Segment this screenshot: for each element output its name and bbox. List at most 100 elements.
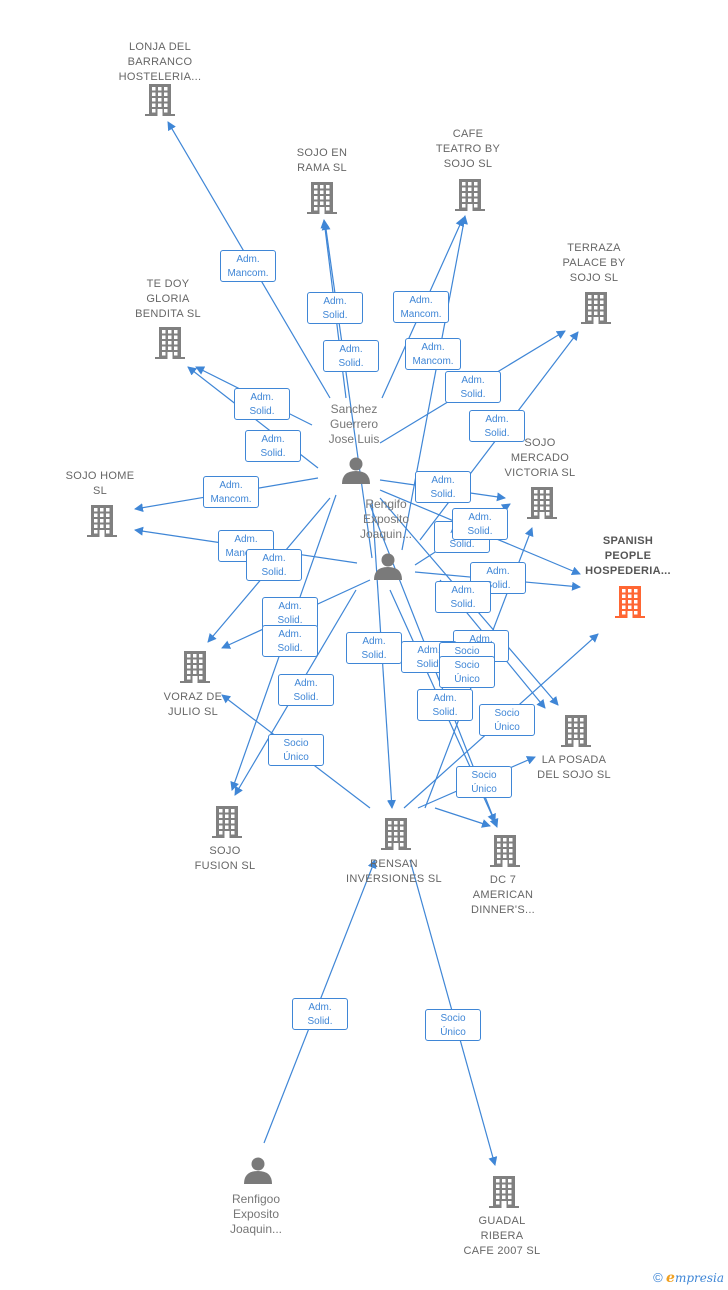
- node-label-line: VICTORIA SL: [504, 467, 576, 479]
- brand-logo: empresia: [666, 1270, 724, 1286]
- edge-label[interactable]: Adm.Solid.: [307, 292, 363, 324]
- edge-label[interactable]: Adm.Solid.: [445, 371, 501, 403]
- node-label-line: Jose Luis: [328, 432, 380, 446]
- building-icon[interactable]: [615, 586, 645, 618]
- edge-label-line: Adm.: [468, 512, 492, 523]
- edge-label[interactable]: Adm.Solid.: [415, 471, 471, 503]
- edge-label-line: Solid.: [261, 567, 287, 578]
- edge-label[interactable]: Adm.Solid.: [469, 410, 525, 442]
- building-icon[interactable]: [155, 327, 185, 359]
- edge-label-line: Adm.: [294, 678, 318, 689]
- edge-label[interactable]: Adm.Mancom.: [393, 291, 449, 323]
- node-label-line: SOJO SL: [569, 272, 619, 284]
- node-label-line: Renfigoo: [231, 1192, 281, 1206]
- node-label-line: SOJO SL: [443, 158, 493, 170]
- edge-label-line: Socio: [283, 738, 309, 749]
- node-label-line: INVERSIONES SL: [346, 873, 442, 885]
- node-label-line: Exposito: [232, 1207, 280, 1221]
- node-label-line: HOSTELERIA...: [118, 71, 202, 83]
- node-label-line: FUSION SL: [194, 860, 256, 872]
- edge-label[interactable]: Adm.Mancom.: [405, 338, 461, 370]
- edge-label-line: Único: [494, 722, 520, 733]
- footer-brand: © empresia: [653, 1270, 724, 1286]
- edge-label[interactable]: Adm.Solid.: [245, 430, 301, 462]
- edge-label-line: Solid.: [249, 406, 275, 417]
- building-icon[interactable]: [490, 835, 520, 867]
- node-label-line: Guerrero: [329, 417, 379, 431]
- person-icon[interactable]: [342, 457, 370, 485]
- edge-label-line: Solid.: [293, 692, 319, 703]
- edge-label-line: Adm.: [461, 375, 485, 386]
- building-icon[interactable]: [87, 505, 117, 537]
- edge-label-line: Socio: [454, 646, 480, 657]
- edge-label[interactable]: Adm.Solid.: [246, 549, 302, 581]
- edge-label-line: Adm.: [308, 1002, 332, 1013]
- edge-label-line: Solid.: [432, 707, 458, 718]
- edge-label-line: Adm.: [323, 296, 347, 307]
- building-icon[interactable]: [145, 84, 175, 116]
- node-label-line: RIBERA: [480, 1230, 524, 1242]
- edge-label[interactable]: Adm.Solid.: [435, 581, 491, 613]
- edge-label[interactable]: Adm.Solid.: [234, 388, 290, 420]
- edge-label[interactable]: Adm.Solid.: [262, 597, 318, 629]
- edge-label-line: Único: [471, 784, 497, 795]
- building-icon[interactable]: [455, 179, 485, 211]
- node-label-rensan[interactable]: RENSAN INVERSIONES SL: [329, 857, 459, 887]
- edge-label[interactable]: Adm. Solid.: [323, 340, 379, 372]
- edge-label-line: Mancom.: [412, 356, 454, 367]
- edge-label[interactable]: Adm.Mancom.: [203, 476, 259, 508]
- edge-label-line: Único: [440, 1027, 466, 1038]
- edge-label[interactable]: Adm.Solid.: [346, 632, 402, 664]
- edge-label[interactable]: Adm.Mancom.: [220, 250, 276, 282]
- person-icon[interactable]: [374, 553, 402, 581]
- edge-label-line: Socio: [471, 770, 497, 781]
- node-label-line: PEOPLE: [604, 550, 652, 562]
- edge-label[interactable]: Adm.Solid.: [292, 998, 348, 1030]
- edge-label[interactable]: Adm.Solid.: [417, 689, 473, 721]
- building-icon[interactable]: [561, 715, 591, 747]
- edge-rengifo-to-sojo_rama: [321, 221, 373, 559]
- building-icon[interactable]: [307, 182, 337, 214]
- edge-label[interactable]: Adm. Solid.: [278, 674, 334, 706]
- edge-label-line: Adm.: [362, 636, 386, 647]
- person-icon[interactable]: [244, 1157, 272, 1185]
- edge-label-line: Adm.: [261, 434, 285, 445]
- edge-label-line: Adm.: [339, 344, 363, 355]
- building-icon[interactable]: [212, 806, 242, 838]
- building-icon[interactable]: [527, 487, 557, 519]
- building-icon[interactable]: [489, 1176, 519, 1208]
- edge-label[interactable]: Adm.Solid.: [262, 625, 318, 657]
- edge-label-line: Único: [283, 752, 309, 763]
- edge-label-line: Solid.: [338, 358, 364, 369]
- building-icon[interactable]: [581, 292, 611, 324]
- edge-label-line: Solid.: [450, 599, 476, 610]
- building-icon[interactable]: [381, 818, 411, 850]
- edge-label-line: Solid.: [430, 489, 456, 500]
- edge-label-line: Solid.: [485, 580, 511, 591]
- building-icon[interactable]: [180, 651, 210, 683]
- edge-label-line: Socio: [440, 1013, 466, 1024]
- node-label-line: RENSAN: [370, 858, 418, 870]
- edge-label[interactable]: Adm.Solid.: [452, 508, 508, 540]
